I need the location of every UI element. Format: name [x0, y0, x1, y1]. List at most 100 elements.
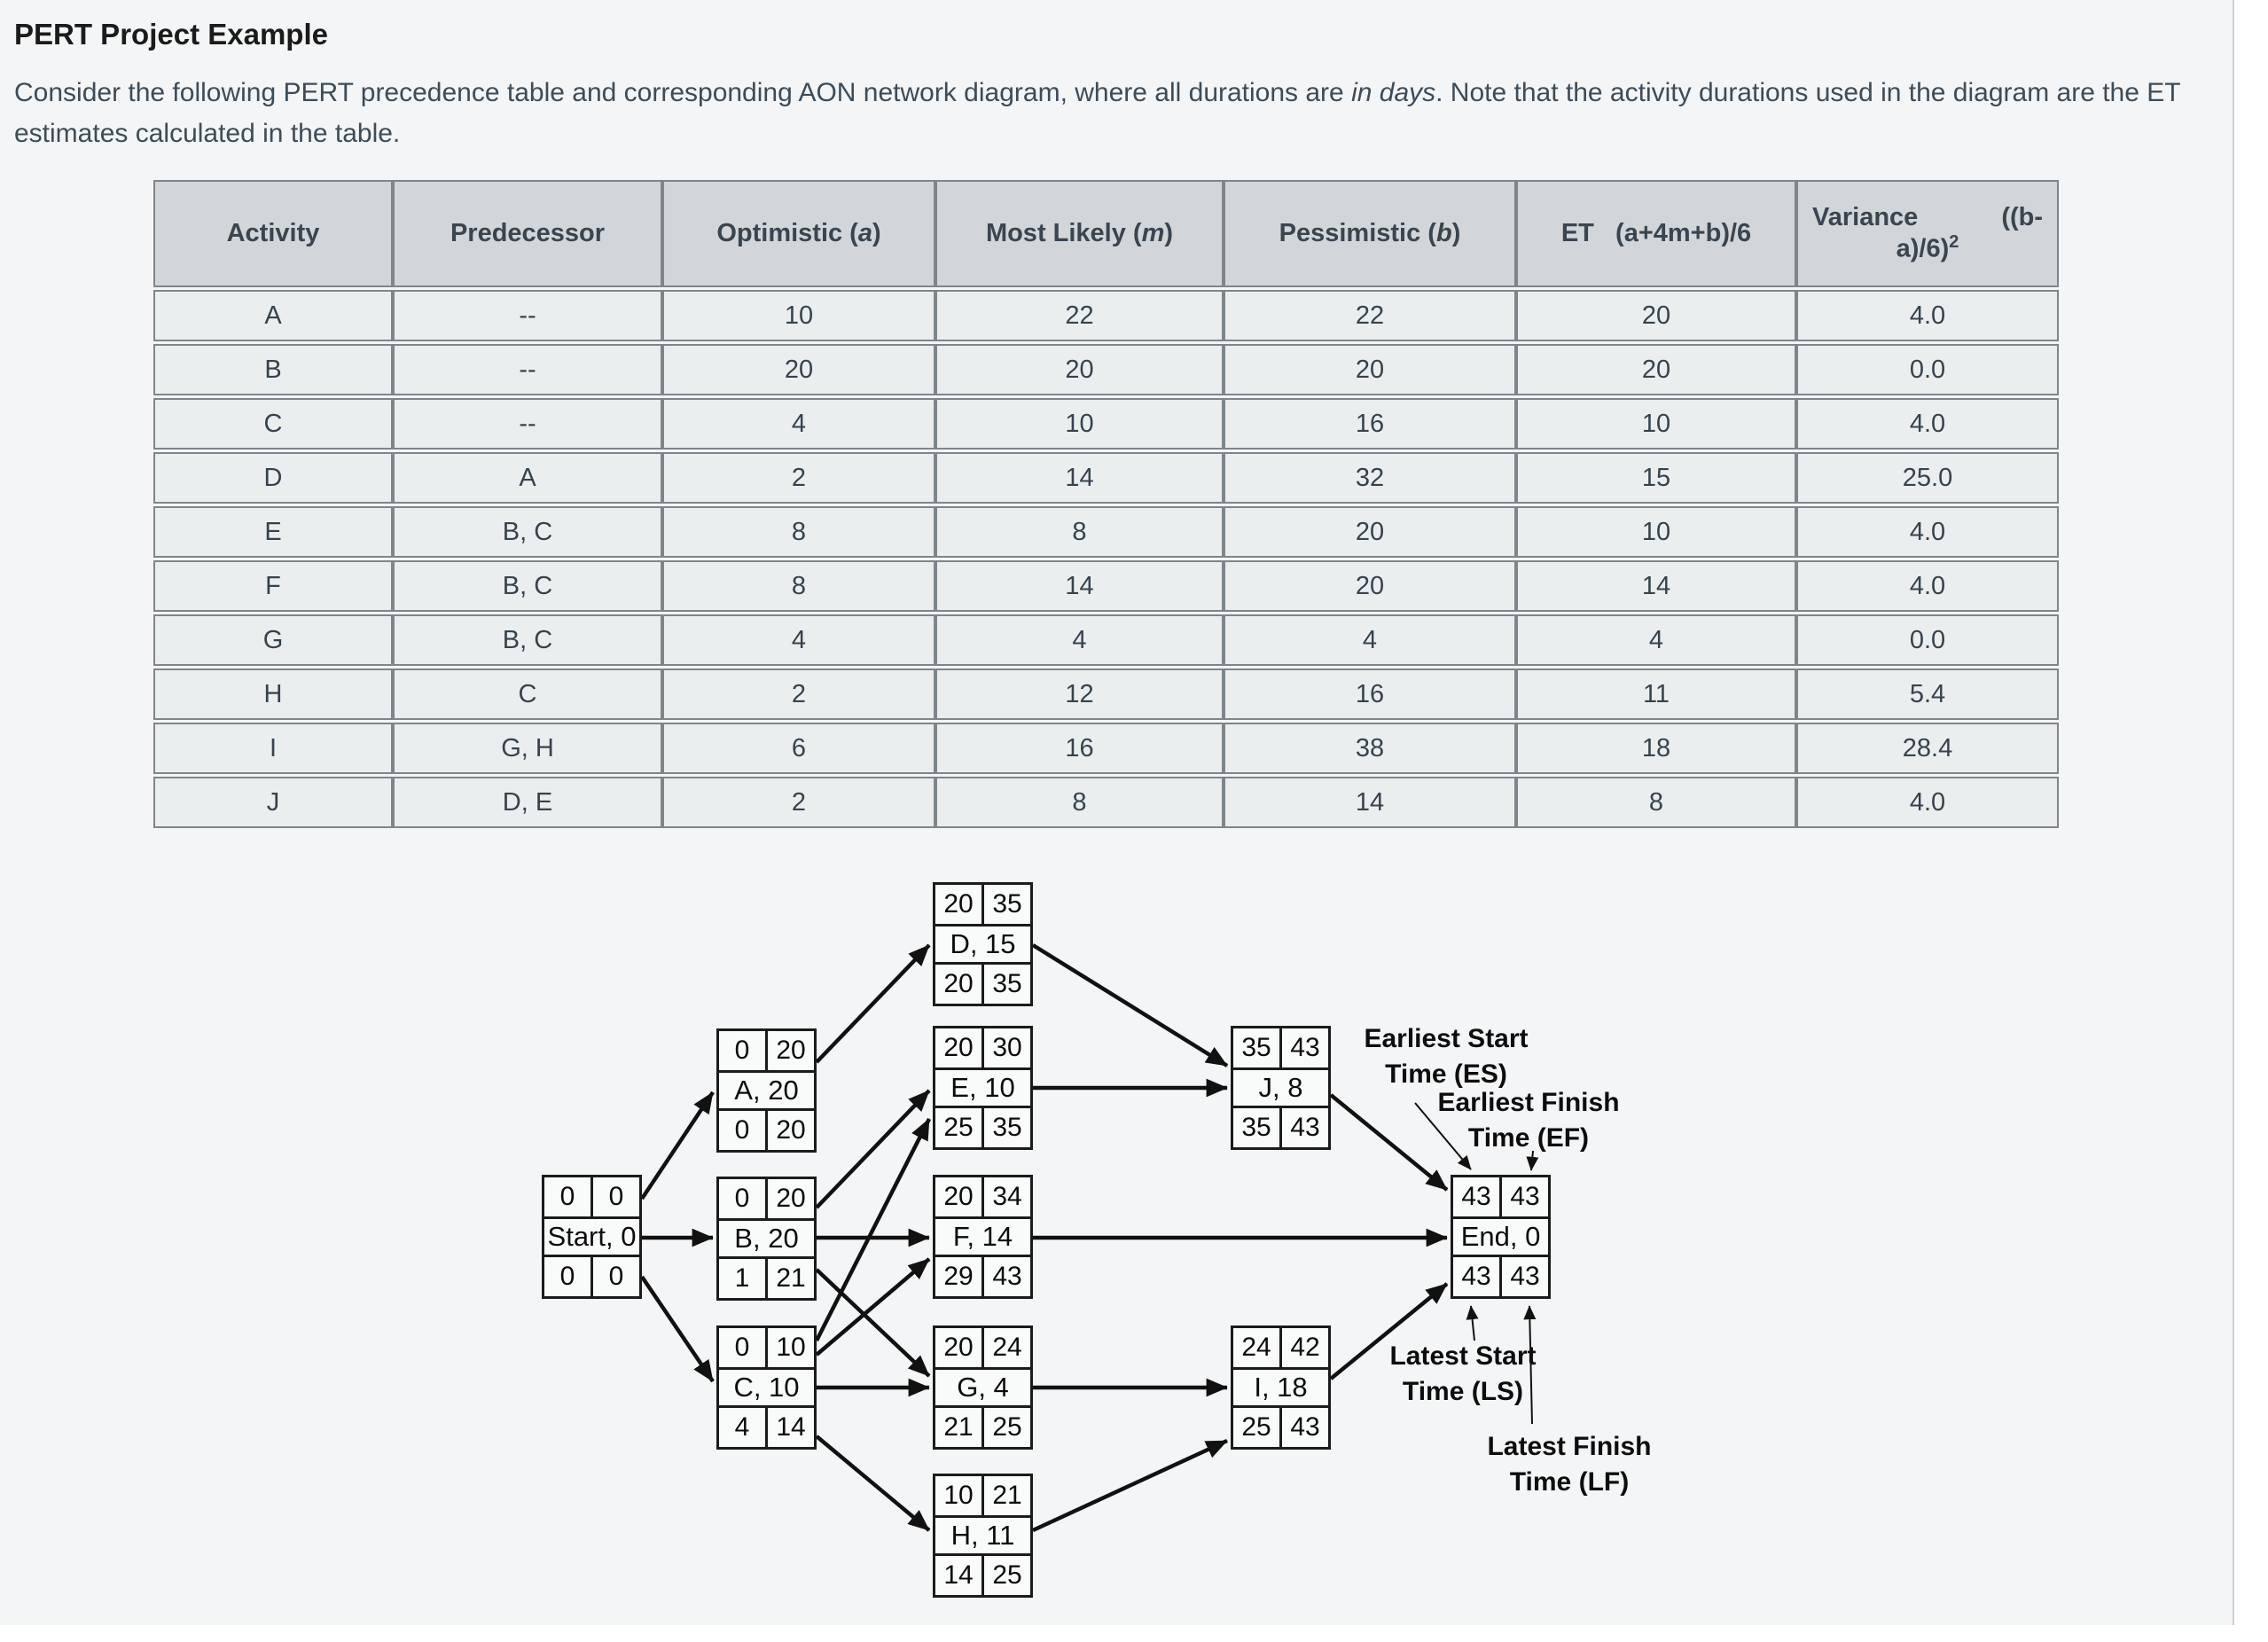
activity-label: J, 8 [1233, 1067, 1328, 1109]
ef-value: 43 [1279, 1028, 1328, 1067]
ls-value: 25 [943, 1113, 974, 1143]
ls-value: 35 [1241, 1113, 1271, 1143]
ef-value: 10 [765, 1328, 814, 1367]
table-cell: 25.0 [1796, 452, 2059, 504]
precedence-arrow-J-end [1329, 1093, 1449, 1192]
table-cell: E [153, 506, 393, 558]
table-cell: 28.4 [1796, 723, 2059, 774]
intro-text-before: Consider the following PERT precedence t… [14, 78, 1352, 107]
precedence-arrow-D-J [1031, 943, 1229, 1067]
table-cell: A [393, 452, 662, 504]
table-cell: 10 [1516, 398, 1796, 450]
ef-value: 43 [1499, 1177, 1548, 1216]
annotation-pointer-earliest-start [1414, 1102, 1472, 1170]
annotation-line: Time (LF) [1509, 1467, 1630, 1497]
table-cell: 16 [1224, 398, 1516, 450]
table-cell: 8 [935, 506, 1224, 558]
activity-label: A, 20 [719, 1069, 814, 1112]
annotation-line: Time (LS) [1402, 1377, 1524, 1406]
es-value: 20 [943, 1032, 974, 1062]
lf-value: 43 [1499, 1257, 1548, 1296]
activity-label: G, 4 [935, 1366, 1030, 1409]
es-value: 20 [943, 888, 974, 919]
es-value: 0 [734, 1332, 750, 1362]
precedence-arrow-start-A [640, 1091, 715, 1200]
table-cell: -- [393, 398, 662, 450]
table-cell: G [153, 614, 393, 666]
table-cell: I [153, 723, 393, 774]
table-cell: 20 [1516, 344, 1796, 395]
precedence-arrow-C-E [814, 1117, 932, 1342]
activity-label: End, 0 [1453, 1216, 1548, 1258]
ls-value: 25 [1241, 1412, 1271, 1443]
table-cell: F [153, 560, 393, 612]
intro-paragraph: Consider the following PERT precedence t… [14, 73, 2213, 154]
table-cell: -- [393, 290, 662, 341]
table-cell: 0.0 [1796, 614, 2059, 666]
ls-value: 20 [943, 969, 974, 999]
table-cell: 10 [935, 398, 1224, 450]
precedence-arrow-C-H [815, 1435, 931, 1532]
table-cell: 20 [1224, 344, 1516, 395]
annotation-line: Earliest Finish [1437, 1088, 1620, 1117]
ef-value: 20 [765, 1031, 814, 1070]
es-ef-row: 0 20 [719, 1031, 814, 1070]
activity-label: C, 10 [719, 1366, 814, 1409]
ls-value: 29 [943, 1262, 974, 1292]
table-cell: 16 [1224, 669, 1516, 720]
table-cell: 2 [662, 669, 935, 720]
precedence-arrow-I-end [1329, 1282, 1449, 1380]
es-value: 35 [1241, 1032, 1271, 1062]
table-cell: 8 [1516, 777, 1796, 828]
table-cell: 15 [1516, 452, 1796, 504]
table-cell: 0.0 [1796, 344, 2059, 395]
table-cell: 20 [1516, 290, 1796, 341]
es-value: 20 [943, 1181, 974, 1211]
table-cell: 38 [1224, 723, 1516, 774]
es-value: 0 [734, 1035, 750, 1065]
table-cell: C [393, 669, 662, 720]
table-cell: 10 [1516, 506, 1796, 558]
es-value: 43 [1461, 1181, 1491, 1211]
table-cell: D, E [393, 777, 662, 828]
table-cell: 20 [935, 344, 1224, 395]
table-cell: 20 [1224, 560, 1516, 612]
table-cell: C [153, 398, 393, 450]
precedence-arrow-H-I [1032, 1438, 1228, 1533]
es-ef-row: 0 10 [719, 1328, 814, 1367]
annotation-pointer-earliest-finish [1526, 1150, 1539, 1171]
lf-value: 25 [981, 1556, 1030, 1595]
activity-label: B, 20 [719, 1217, 814, 1260]
lf-value: 0 [590, 1257, 639, 1296]
annotation-line: Latest Start [1389, 1341, 1537, 1371]
page-title: PERT Project Example [14, 18, 328, 51]
ls-value: 14 [943, 1560, 974, 1591]
lf-value: 21 [765, 1259, 814, 1298]
activity-label: Start, 0 [544, 1216, 639, 1258]
table-cell: 11 [1516, 669, 1796, 720]
column-header: Activity [153, 180, 393, 287]
es-ef-row: 35 43 [1233, 1028, 1328, 1067]
es-value: 10 [943, 1480, 974, 1510]
ef-value: 34 [981, 1177, 1030, 1216]
table-cell: 18 [1516, 723, 1796, 774]
table-cell: B, C [393, 506, 662, 558]
